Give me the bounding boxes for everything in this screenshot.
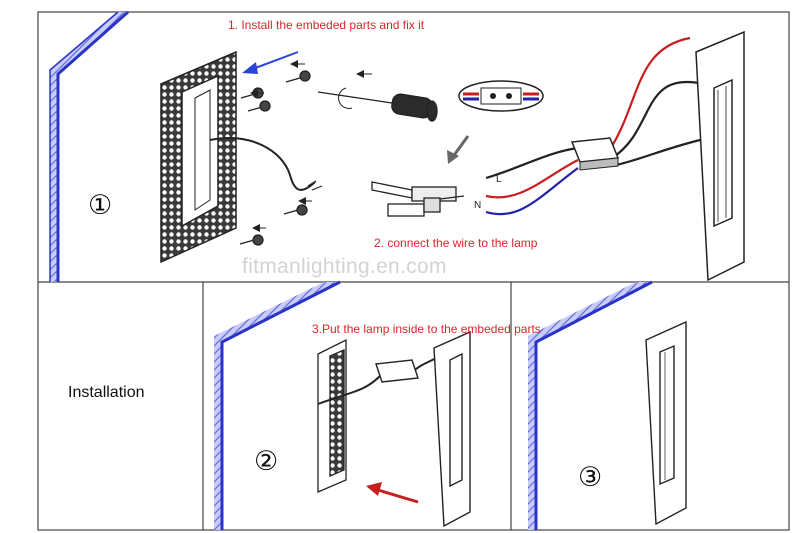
panel-frame [37,11,790,531]
step-3-label: 3.Put the lamp inside to the embeded par… [312,322,541,336]
led-driver-box [375,359,419,383]
watermark: fitmanlighting.en.com [242,255,447,278]
installation-title: Installation [68,384,145,401]
embedded-box-panel-2 [317,338,347,493]
insert-arrow-icon [242,51,299,74]
step-2-label: 2. connect the wire to the lamp [374,236,538,250]
led-driver-box [570,137,620,171]
connector-detail-icon [458,80,544,112]
wire-label-n: N [474,200,482,211]
wiring-panel-1 [485,36,705,216]
lamp-panel-1 [695,30,745,282]
screw-icon [239,70,311,246]
embedded-box-panel-1 [160,50,237,264]
terminal-block [371,181,465,217]
step-1-label: 1. Install the embeded parts and fix it [228,18,425,32]
wire-panel-1 [209,137,316,191]
wall-panel-2 [214,280,341,530]
direction-arrows [250,60,372,232]
wall-panel-1 [49,10,129,282]
wall-panel-3 [528,280,653,530]
step-1-marker: ① [88,190,113,221]
wire-ends-panel-1 [307,180,323,191]
step-3-marker: ③ [578,462,603,493]
step-2-marker: ② [254,446,279,477]
down-arrow-icon [447,135,470,164]
lamp-panel-2 [433,330,471,528]
screwdriver-icon [317,87,438,122]
push-arrow-icon [366,482,419,504]
lamp-installed [645,320,687,526]
wire-label-l: L [496,174,502,185]
